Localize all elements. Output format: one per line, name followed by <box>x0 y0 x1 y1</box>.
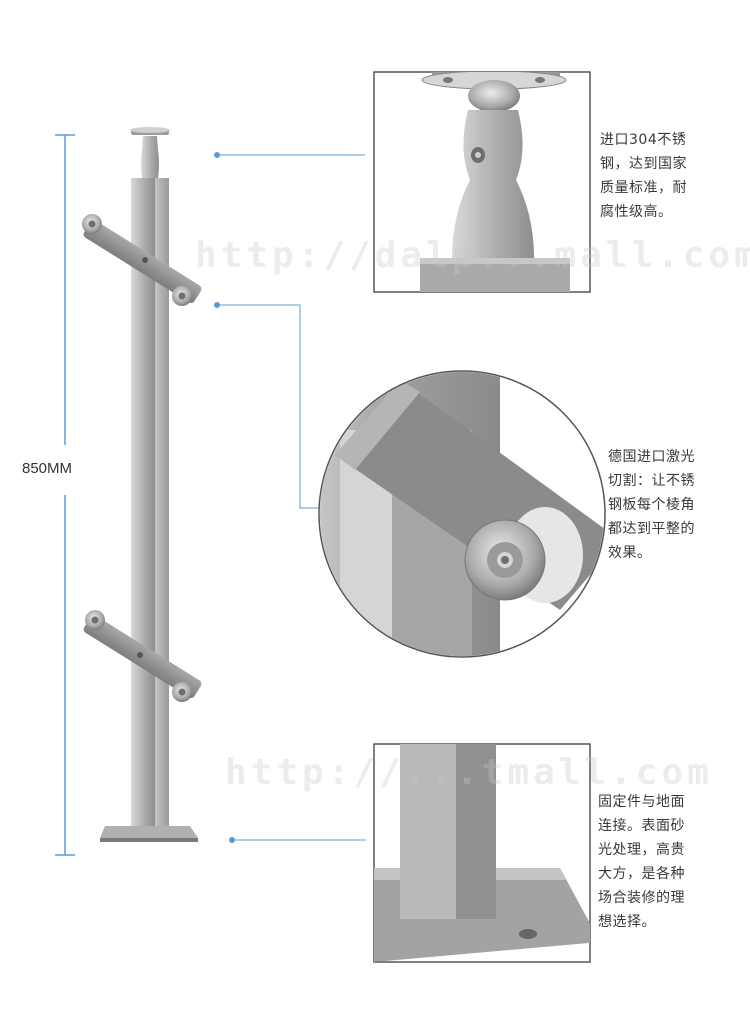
detail-top-mount <box>373 71 591 293</box>
callout-top-mount-text: 进口304不锈 钢，达到国家 质量标准，耐 腐性级高。 <box>600 132 687 220</box>
detail-laser-cut <box>318 370 606 658</box>
watermark-upper: http://dalp...mall.com <box>195 235 750 276</box>
dimension-line <box>55 134 75 856</box>
guide-lines <box>214 152 366 843</box>
detail-base-plate <box>373 743 591 963</box>
height-dimension-label: 850MM <box>22 460 73 477</box>
watermark-lower: http://...tmall.com <box>225 752 713 793</box>
callout-laser-cut-text: 德国进口激光 切割：让不锈 钢板每个棱角 都达到平整的 效果。 <box>608 449 695 561</box>
callout-base-plate-text: 固定件与地面 连接。表面砂 光处理，高贵 大方，是各种 场合装修的理 想选择。 <box>598 794 685 930</box>
railing-post <box>82 127 202 842</box>
